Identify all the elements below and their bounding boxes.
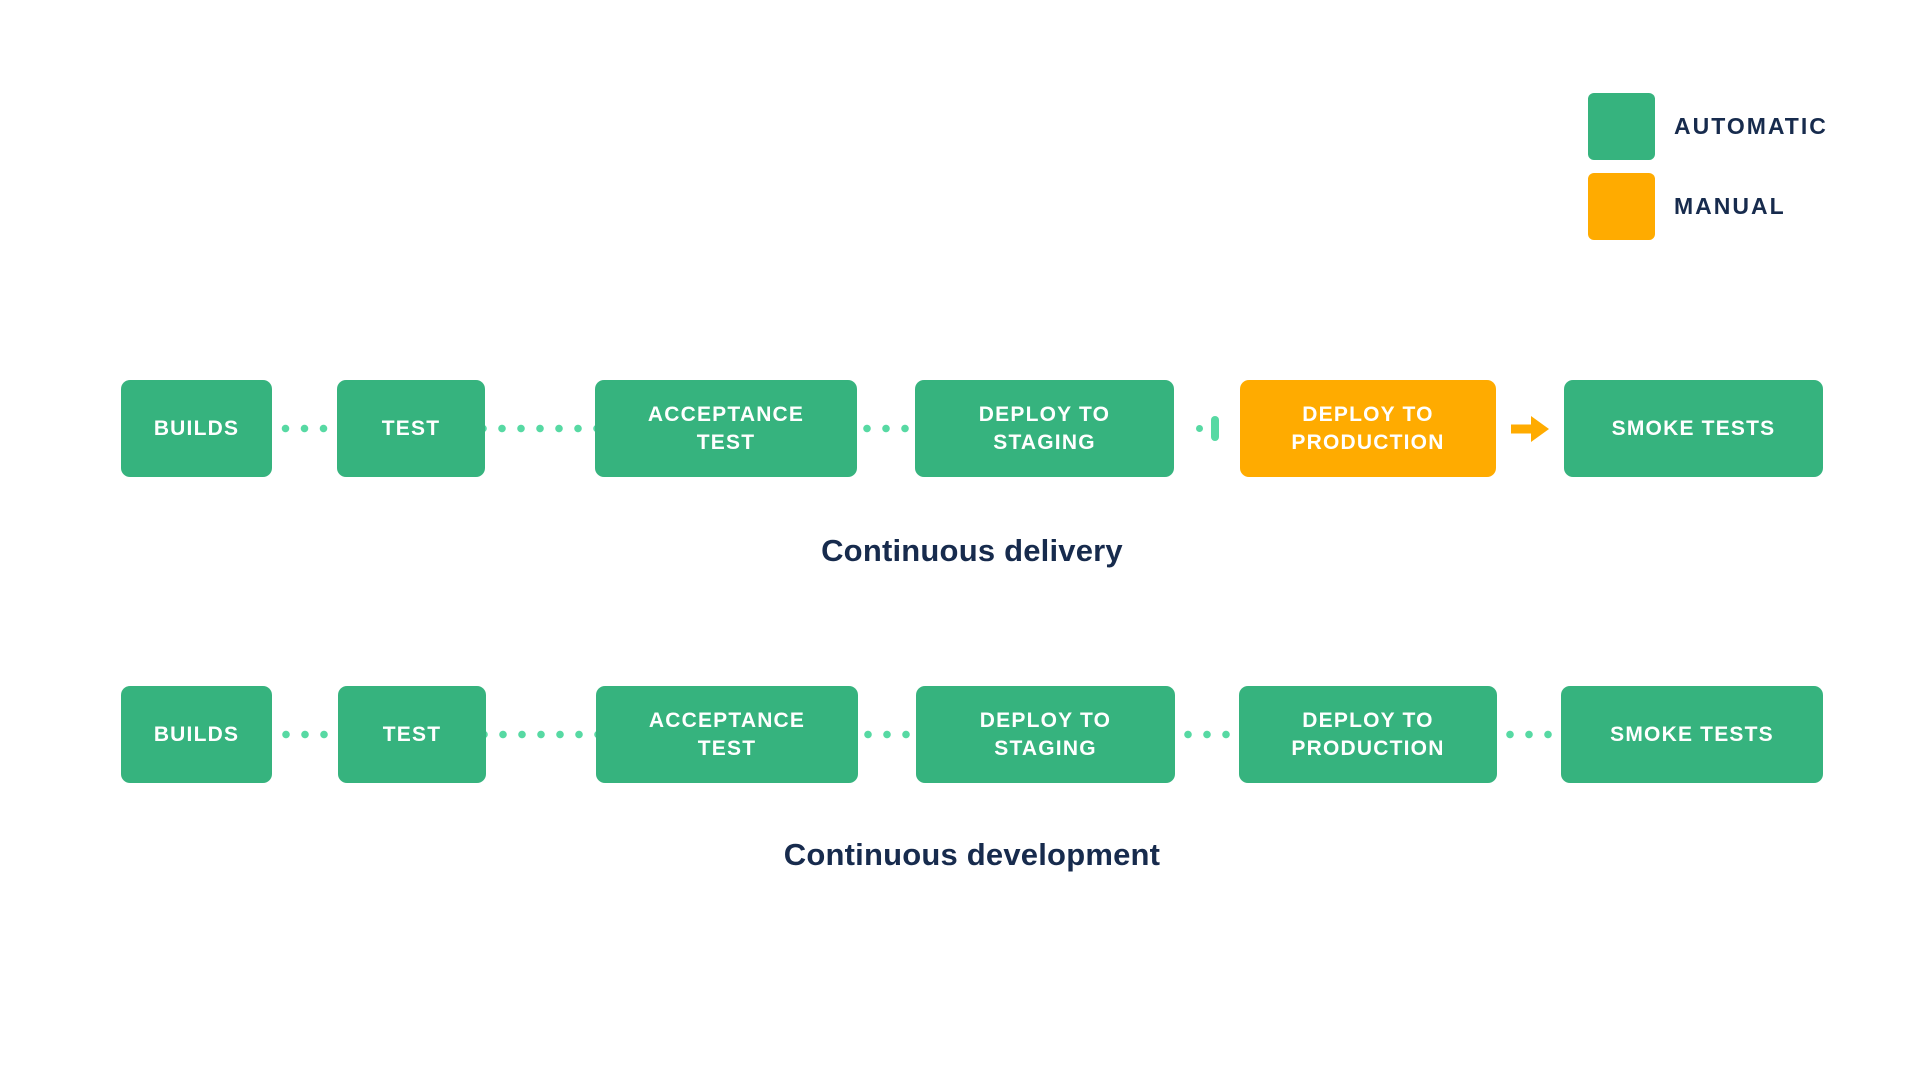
- stage-deploy-to-production: DEPLOY TO PRODUCTION: [1239, 686, 1497, 783]
- manual-color-swatch: [1588, 173, 1655, 240]
- stage-label: ACCEPTANCE: [648, 708, 806, 732]
- stage-label: PRODUCTION: [1291, 430, 1445, 454]
- stage-label: TEST: [381, 416, 441, 440]
- stage-label: TEST: [696, 430, 756, 454]
- caption-continuous-development: Continuous development: [783, 837, 1161, 872]
- legend-item-automatic: AUTOMATIC: [1588, 93, 1828, 160]
- stage-label: TEST: [382, 722, 442, 746]
- legend-label-automatic: AUTOMATIC: [1674, 113, 1828, 139]
- pause-connector: [1174, 380, 1240, 477]
- stage-label: PRODUCTION: [1291, 736, 1445, 760]
- stage-label: DEPLOY TO: [979, 708, 1112, 732]
- stage-deploy-to-production: DEPLOY TO PRODUCTION: [1240, 380, 1496, 477]
- dotted-connector: [272, 380, 337, 477]
- stage-builds: BUILDS: [121, 686, 272, 783]
- dotted-connector: [858, 686, 916, 783]
- stage-label: DEPLOY TO: [1302, 708, 1434, 732]
- pause-tick-icon: [1210, 416, 1219, 441]
- dotted-connector: [485, 380, 595, 477]
- stage-label: TEST: [697, 736, 757, 760]
- caption-continuous-delivery: Continuous delivery: [821, 533, 1123, 568]
- arrow-connector: [1496, 380, 1564, 477]
- stage-acceptance-test: ACCEPTANCE TEST: [595, 380, 857, 477]
- automatic-color-swatch: [1588, 93, 1655, 160]
- stage-acceptance-test: ACCEPTANCE TEST: [596, 686, 858, 783]
- dotted-connector: [857, 380, 915, 477]
- stage-label: ACCEPTANCE: [647, 402, 805, 426]
- stage-deploy-to-staging: DEPLOY TO STAGING: [915, 380, 1174, 477]
- stage-builds: BUILDS: [121, 380, 272, 477]
- stage-label: DEPLOY TO: [1302, 402, 1434, 426]
- stage-label: DEPLOY TO: [978, 402, 1111, 426]
- legend-item-manual: MANUAL: [1588, 173, 1828, 240]
- legend-label-manual: MANUAL: [1674, 193, 1786, 219]
- stage-label: BUILDS: [153, 722, 240, 746]
- stage-label: STAGING: [993, 430, 1096, 454]
- stage-label: SMOKE TESTS: [1610, 722, 1774, 746]
- stage-smoke-tests: SMOKE TESTS: [1564, 380, 1823, 477]
- stage-test: TEST: [338, 686, 486, 783]
- stage-label: SMOKE TESTS: [1611, 416, 1776, 440]
- pipeline-continuous-development: BUILDS TEST ACCEPTANCE TEST DEPLOY TO ST…: [121, 686, 1823, 783]
- stage-test: TEST: [337, 380, 485, 477]
- manual-arrow-icon: [1511, 415, 1549, 442]
- pause-dot-icon: [1195, 425, 1203, 432]
- stage-smoke-tests: SMOKE TESTS: [1561, 686, 1823, 783]
- stage-label: BUILDS: [153, 416, 240, 440]
- stage-deploy-to-staging: DEPLOY TO STAGING: [916, 686, 1175, 783]
- dotted-connector: [1497, 686, 1561, 783]
- legend: AUTOMATIC MANUAL: [1588, 93, 1828, 240]
- dotted-connector: [486, 686, 596, 783]
- dotted-connector: [272, 686, 338, 783]
- dotted-connector: [1175, 686, 1239, 783]
- pipeline-continuous-delivery: BUILDS TEST ACCEPTANCE TEST DEPLOY TO ST…: [121, 380, 1823, 477]
- stage-label: STAGING: [994, 736, 1097, 760]
